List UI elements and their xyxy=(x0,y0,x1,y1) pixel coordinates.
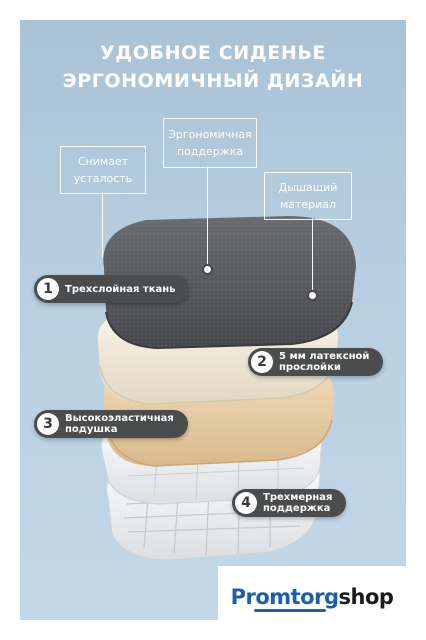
layer-number-2: 2 xyxy=(251,351,273,373)
cushion-layers-illustration xyxy=(97,216,356,561)
headline-line-1: УДОБНОЕ СИДЕНЬЕ xyxy=(100,42,326,64)
callout-fatigue-line-1: Снимает xyxy=(77,155,129,168)
callout-ergonomic-line-2: поддержка xyxy=(176,145,244,158)
callout-ergonomic-line-1: Эргономичная xyxy=(168,128,252,141)
callout-breathable-line-2: материал xyxy=(279,198,337,211)
fabric-top-layer xyxy=(103,216,356,350)
layer-label-2-line-1: 5 мм латексной xyxy=(279,351,370,362)
layer-number-4: 4 xyxy=(235,492,257,514)
layer-label-2-line-2: прослойки xyxy=(279,362,341,373)
layer-label-3-line-2: подушка xyxy=(65,424,118,435)
connector-line-ergonomic xyxy=(207,166,208,264)
callout-ergonomic-support: Эргономичная поддержка xyxy=(163,118,257,168)
marker-dot-ergonomic xyxy=(202,264,213,275)
layer-label-4-line-1: Трехмерная xyxy=(263,492,333,503)
marker-dot-breathable xyxy=(307,290,318,301)
callout-relieves-fatigue: Снимает усталость xyxy=(60,146,146,194)
headline-line-2: ЭРГОНОМИЧНЫЙ ДИЗАЙН xyxy=(62,70,364,92)
layer-label-4-line-2: поддержка xyxy=(263,503,331,514)
connector-line-fatigue xyxy=(102,192,103,258)
brand-logo-underline xyxy=(254,609,326,612)
layer-label-1-line-1: Трехслойная ткань xyxy=(65,283,176,295)
callout-breathable-material: Дышащий материал xyxy=(264,172,352,220)
callout-fatigue-line-2: усталость xyxy=(73,172,133,185)
brand-logo-text: Promtorgshop xyxy=(231,585,394,609)
connector-line-breathable xyxy=(312,218,313,292)
layer-number-3: 3 xyxy=(37,413,59,435)
layer-number-1: 1 xyxy=(37,278,59,300)
brand-logo-part-2: shop xyxy=(338,585,394,609)
product-banner: УДОБНОЕ СИДЕНЬЕ ЭРГОНОМИЧНЫЙ ДИЗАЙН xyxy=(20,20,406,620)
brand-logo[interactable]: Promtorgshop xyxy=(218,566,406,628)
brand-logo-part-1: Promtorg xyxy=(230,585,339,609)
layer-label-3-line-1: Высокоэластичная xyxy=(65,413,174,424)
callout-breathable-line-1: Дышащий xyxy=(278,181,338,194)
layer-label-1: 1 Трехслойная ткань xyxy=(34,275,190,303)
